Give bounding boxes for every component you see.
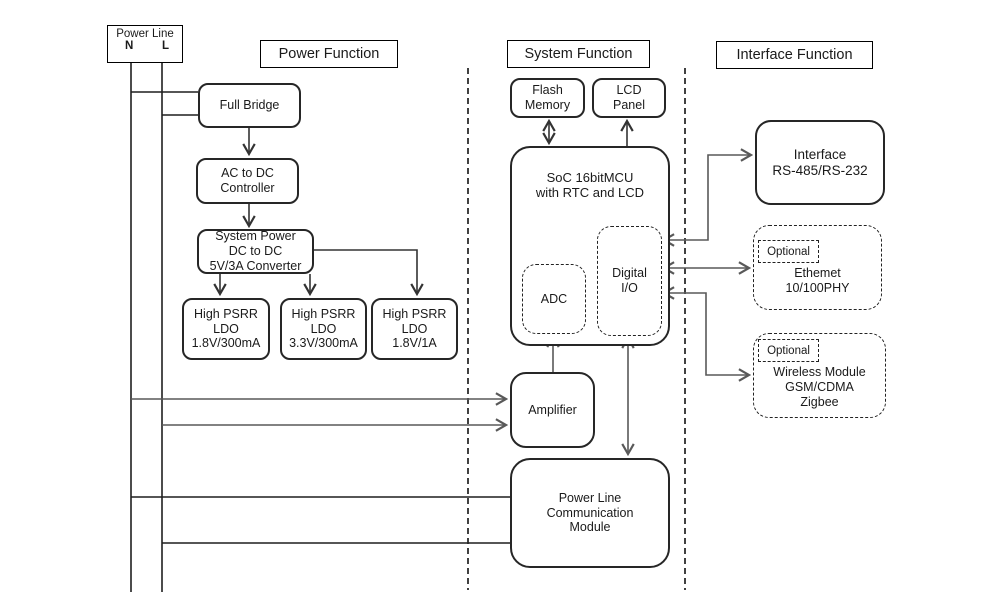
block-ldo-3v3-300ma: High PSRR LDO 3.3V/300mA: [280, 298, 367, 360]
block-system-power-dc-dc: System Power DC to DC 5V/3A Converter: [197, 229, 314, 274]
block-lcd-panel: LCD Panel: [592, 78, 666, 118]
power-line-source-box: Power Line N L: [107, 25, 183, 63]
block-digital-io: Digital I/O: [597, 226, 662, 336]
block-wireless-module: Optional Wireless Module GSM/CDMA Zigbee: [753, 333, 886, 418]
block-plc-module: Power Line Communication Module: [510, 458, 670, 568]
connector-system-power-to-ldo3: [314, 249, 417, 294]
block-ac-to-dc-controller: AC to DC Controller: [196, 158, 299, 204]
block-interface-rs485-rs232: Interface RS-485/RS-232: [755, 120, 885, 205]
wireless-optional-tag: Optional: [758, 339, 819, 362]
neutral-label: N: [125, 40, 134, 52]
connector-digital-io-rs485: [664, 155, 751, 240]
section-title-power-function: Power Function: [260, 40, 398, 68]
block-full-bridge: Full Bridge: [198, 83, 301, 128]
block-flash-memory: Flash Memory: [510, 78, 585, 118]
block-ethernet: Optional Ethemet 10/100PHY: [753, 225, 882, 310]
ethernet-optional-tag: Optional: [758, 240, 819, 263]
section-title-interface-function: Interface Function: [716, 41, 873, 69]
block-soc: SoC 16bitMCU with RTC and LCD ADC Digita…: [510, 146, 670, 346]
wireless-label: Wireless Module GSM/CDMA Zigbee: [773, 365, 866, 409]
connector-digital-io-wireless: [664, 293, 749, 375]
block-amplifier: Amplifier: [510, 372, 595, 448]
block-ldo-1v8-300ma: High PSRR LDO 1.8V/300mA: [182, 298, 270, 360]
amplifier-label: Amplifier: [528, 402, 577, 417]
ethernet-label: Ethemet 10/100PHY: [785, 266, 850, 295]
block-ldo-1v8-1a: High PSRR LDO 1.8V/1A: [371, 298, 458, 360]
live-label: L: [161, 40, 169, 52]
power-line-title: Power Line: [116, 28, 174, 40]
section-title-system-function: System Function: [507, 40, 650, 68]
block-adc: ADC: [522, 264, 586, 334]
soc-label: SoC 16bitMCU with RTC and LCD: [535, 170, 645, 201]
